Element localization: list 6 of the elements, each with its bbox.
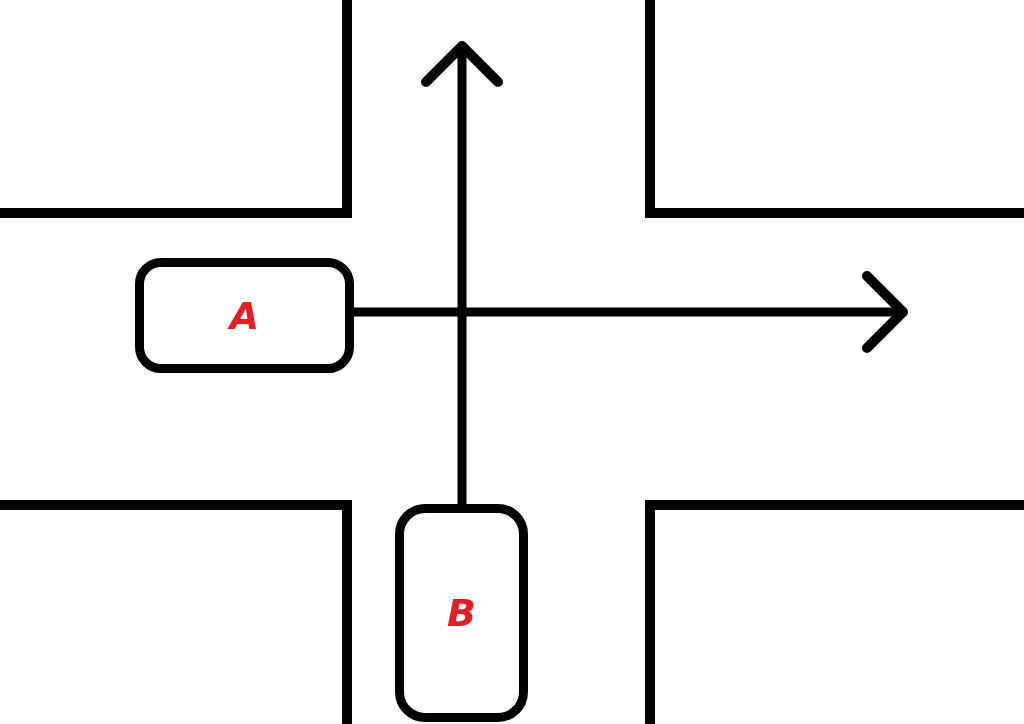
vehicle-box — [135, 258, 354, 373]
vehicle-box — [395, 504, 528, 722]
arrow — [354, 271, 908, 353]
vehicle-label: A — [229, 296, 260, 335]
arrow — [421, 41, 503, 504]
vehicle-label: B — [447, 594, 476, 632]
